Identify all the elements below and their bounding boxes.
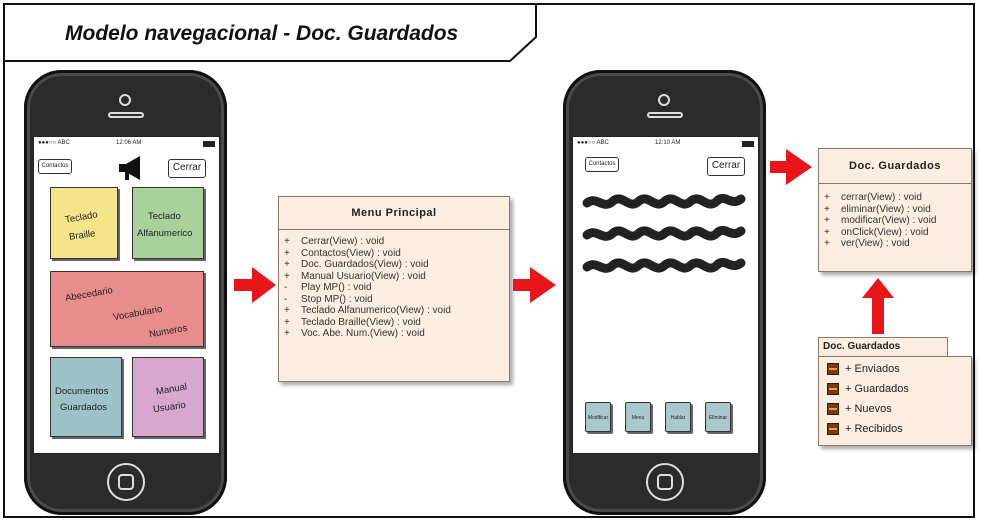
doc-guardados-class-title: Doc. Guardados bbox=[819, 149, 971, 184]
scribble-document-list bbox=[582, 194, 746, 273]
eliminar-button[interactable]: Eliminar bbox=[705, 402, 731, 432]
home-button-square-icon bbox=[118, 474, 134, 490]
package-icon bbox=[827, 403, 839, 415]
phone-main-menu: ●●●○○ ABC 12:06 AM Contactos Cerrar Tecl… bbox=[24, 70, 227, 515]
menu-principal-title: Menu Principal bbox=[279, 197, 509, 230]
operation-row: +Teclado Alfanumerico(View) : void bbox=[284, 305, 451, 316]
doc-guardados-class-box: Doc. Guardados +cerrar(View) : void +eli… bbox=[818, 148, 972, 272]
status-time: 12:10 AM bbox=[655, 140, 681, 146]
operation-row: +Cerrar(View) : void bbox=[284, 236, 385, 247]
menu-button[interactable]: Menu bbox=[625, 402, 651, 432]
tile-manual-usuario[interactable]: Manual Usuario bbox=[132, 357, 204, 437]
operation-row: +Manual Usuario(View) : void bbox=[284, 270, 426, 282]
status-bar: ●●●○○ ABC 12:06 AM bbox=[38, 140, 215, 150]
operation-row: +Doc. Guardados(View) : void bbox=[284, 259, 429, 270]
tile-teclado-alfanumerico-line1: Teclado bbox=[148, 211, 181, 222]
status-carrier: ●●●○○ ABC bbox=[577, 140, 609, 146]
operation-row: +eliminar(View) : void bbox=[824, 203, 931, 215]
megaphone-icon bbox=[119, 156, 140, 180]
cerrar-button[interactable]: Cerrar bbox=[168, 159, 206, 178]
status-time: 12:06 AM bbox=[116, 140, 142, 146]
speaker-grille bbox=[647, 112, 683, 118]
tile-documentos-line1: Documentos bbox=[55, 386, 109, 397]
camera-dot bbox=[658, 94, 670, 106]
package-icon bbox=[827, 363, 839, 375]
tile-teclado-alfanumerico-line2: Alfanumerico bbox=[137, 228, 193, 239]
battery-icon bbox=[203, 141, 215, 147]
operation-row: +onClick(View) : void bbox=[824, 226, 929, 238]
doc-guardados-operations: +cerrar(View) : void +eliminar(View) : v… bbox=[819, 184, 971, 250]
package-icon bbox=[827, 383, 839, 395]
battery-icon bbox=[742, 141, 754, 147]
operation-row: +modificar(View) : void bbox=[824, 215, 937, 226]
tile-teclado-braille[interactable]: Teclado Braille bbox=[50, 187, 118, 259]
phone-screen: ●●●○○ ABC 12:06 AM Contactos Cerrar Tecl… bbox=[33, 136, 220, 454]
camera-dot bbox=[119, 94, 131, 106]
status-bar: ●●●○○ ABC 12:10 AM bbox=[577, 140, 754, 150]
menu-principal-class-box: Menu Principal +Cerrar(View) : void +Con… bbox=[278, 196, 510, 382]
operation-row: +Contactos(View) : void bbox=[284, 247, 401, 259]
home-button[interactable] bbox=[646, 463, 684, 501]
operation-row: -Stop MP() : void bbox=[284, 293, 373, 305]
status-carrier: ●●●○○ ABC bbox=[38, 140, 70, 146]
tile-documentos-guardados[interactable]: Documentos Guardados bbox=[50, 357, 122, 437]
modificar-button[interactable]: Modificar bbox=[585, 402, 611, 432]
cerrar-button[interactable]: Cerrar bbox=[707, 157, 745, 176]
home-button-square-icon bbox=[657, 474, 673, 490]
tile-manual-line2: Usuario bbox=[152, 399, 187, 416]
speaker-grille bbox=[108, 112, 144, 118]
tile-teclado-braille-line2: Braille bbox=[68, 228, 97, 243]
doc-guardados-package-box: + Enviados + Guardados + Nuevos + Recibi… bbox=[818, 356, 972, 446]
phone-screen: ●●●○○ ABC 12:10 AM Contactos Cerrar Modi… bbox=[572, 136, 759, 454]
operation-row: +Voc. Abe. Num.(View) : void bbox=[284, 328, 425, 339]
hablar-button[interactable]: Hablar bbox=[665, 402, 691, 432]
contactos-button[interactable]: Contactos bbox=[38, 159, 72, 174]
tile-teclado-alfanumerico[interactable]: Teclado Alfanumerico bbox=[132, 187, 204, 259]
tile-abecedario-label: Abecedario bbox=[64, 284, 114, 305]
package-icon bbox=[827, 423, 839, 435]
operation-row: +Teclado Braille(View) : void bbox=[284, 316, 421, 328]
page-title: Modelo navegacional - Doc. Guardados bbox=[65, 22, 459, 45]
operation-row: +cerrar(View) : void bbox=[824, 192, 922, 203]
title-tab-outline bbox=[5, 5, 537, 62]
tile-teclado-braille-line1: Teclado bbox=[64, 209, 99, 226]
tile-numeros-label: Numeros bbox=[148, 322, 189, 341]
tile-manual-line1: Manual bbox=[155, 381, 188, 398]
doc-guardados-package-tab: Doc. Guardados bbox=[818, 337, 948, 357]
home-button[interactable] bbox=[107, 463, 145, 501]
phone-doc-guardados: ●●●○○ ABC 12:10 AM Contactos Cerrar Modi… bbox=[563, 70, 766, 515]
menu-principal-operations: +Cerrar(View) : void +Contactos(View) : … bbox=[279, 230, 509, 340]
contactos-button[interactable]: Contactos bbox=[585, 157, 619, 172]
tile-documentos-line2: Guardados bbox=[60, 402, 108, 413]
tile-vocabulario-label: Vocabulario bbox=[112, 303, 164, 324]
operation-row: +ver(View) : void bbox=[824, 238, 910, 249]
operation-row: -Play MP() : void bbox=[284, 282, 372, 293]
tile-abecedario-vocabulario-numeros[interactable]: Abecedario Vocabulario Numeros bbox=[50, 271, 204, 347]
